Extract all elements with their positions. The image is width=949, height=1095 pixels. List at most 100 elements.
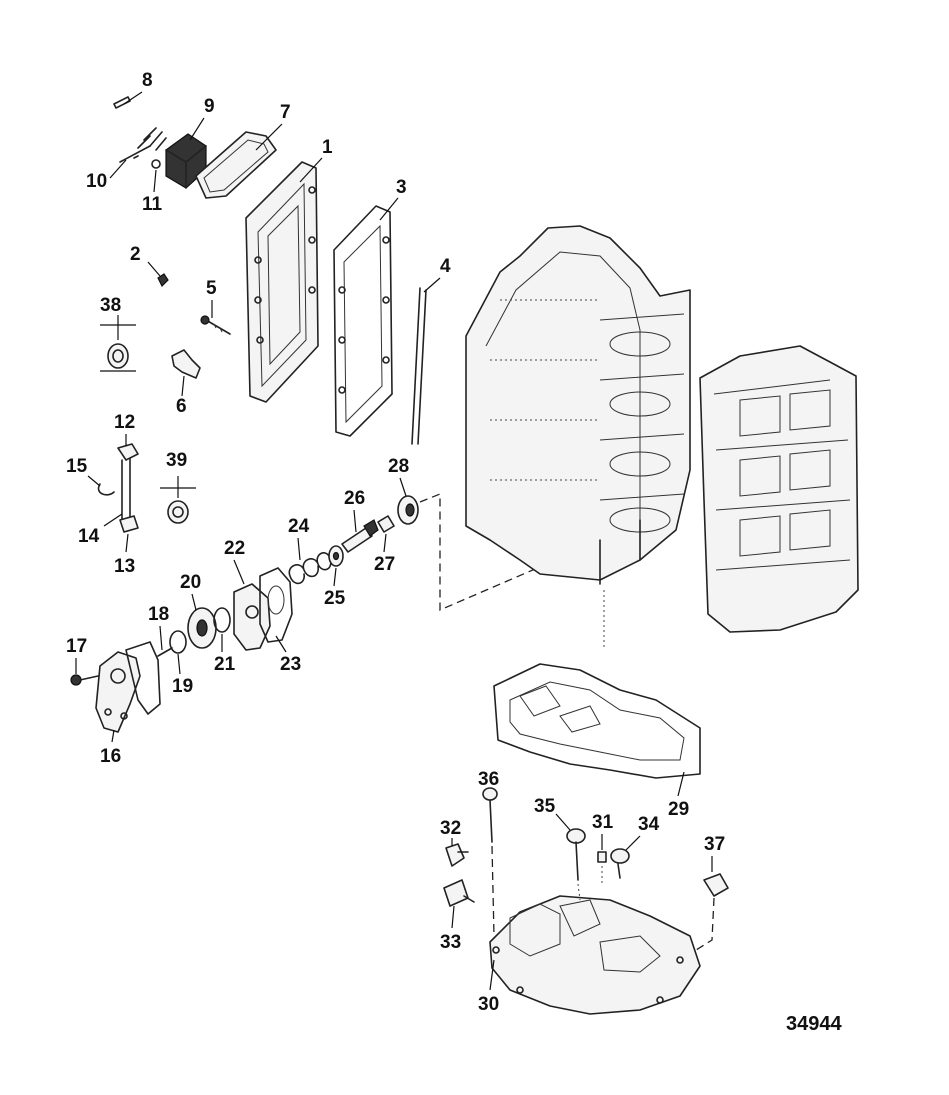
callout-7: 7 bbox=[255, 102, 291, 151]
callout-2: 2 bbox=[130, 244, 161, 277]
part-2-nut bbox=[157, 273, 169, 288]
part-3-gasket bbox=[333, 205, 393, 437]
callout-28: 28 bbox=[388, 456, 409, 497]
svg-text:25: 25 bbox=[324, 588, 346, 609]
callout-35: 35 bbox=[534, 796, 571, 831]
svg-text:2: 2 bbox=[130, 244, 141, 265]
svg-text:23: 23 bbox=[280, 654, 301, 675]
svg-text:33: 33 bbox=[440, 932, 461, 953]
part-14-tube bbox=[121, 457, 131, 521]
part-8-pin bbox=[113, 96, 131, 109]
part-16-cover bbox=[95, 651, 141, 733]
callout-27: 27 bbox=[374, 533, 395, 575]
callout-18: 18 bbox=[148, 604, 169, 651]
callout-1: 1 bbox=[299, 137, 333, 183]
svg-text:12: 12 bbox=[114, 412, 135, 433]
svg-text:30: 30 bbox=[478, 994, 499, 1015]
callout-39: 39 bbox=[166, 450, 187, 471]
callout-30: 30 bbox=[478, 959, 499, 1015]
part-5-screw bbox=[200, 315, 231, 335]
callout-12: 12 bbox=[114, 412, 135, 446]
part-11-nut bbox=[151, 159, 161, 169]
callout-8: 8 bbox=[123, 70, 153, 105]
svg-text:6: 6 bbox=[176, 396, 187, 417]
callout-6: 6 bbox=[176, 375, 187, 417]
callout-36: 36 bbox=[478, 769, 499, 790]
part-36-bolt bbox=[482, 787, 498, 937]
part-15-clip bbox=[97, 483, 115, 496]
part-9-block bbox=[137, 127, 207, 189]
callout-26: 26 bbox=[344, 488, 365, 533]
part-19-washer bbox=[169, 630, 187, 654]
part-21-washer bbox=[213, 607, 231, 633]
part-20-disc bbox=[187, 607, 217, 649]
part-18-screw bbox=[157, 647, 173, 657]
svg-text:15: 15 bbox=[66, 456, 88, 477]
callout-20: 20 bbox=[180, 572, 201, 611]
part-29-gasket bbox=[493, 663, 701, 779]
svg-text:19: 19 bbox=[172, 676, 193, 697]
callout-13: 13 bbox=[114, 533, 135, 577]
pump-gasket bbox=[125, 641, 161, 715]
part-27-nut bbox=[377, 515, 395, 533]
callout-16: 16 bbox=[100, 729, 121, 767]
callout-labels: 1 2 3 4 5 6 7 8 9 10 11 12 13 14 15 16 1… bbox=[66, 70, 725, 1015]
part-4-hose bbox=[411, 287, 427, 445]
callout-29: 29 bbox=[668, 771, 689, 820]
svg-text:4: 4 bbox=[440, 256, 451, 277]
part-22-housing bbox=[233, 583, 271, 651]
callout-4: 4 bbox=[423, 256, 451, 293]
svg-text:9: 9 bbox=[204, 96, 215, 117]
svg-text:27: 27 bbox=[374, 554, 395, 575]
part-32-fitting bbox=[445, 843, 469, 867]
part-13-fitting bbox=[119, 515, 139, 533]
part-31-pin bbox=[597, 851, 607, 886]
part-1-plate bbox=[245, 161, 319, 403]
svg-text:39: 39 bbox=[166, 450, 187, 471]
svg-text:11: 11 bbox=[142, 194, 163, 215]
svg-text:1: 1 bbox=[322, 137, 333, 158]
part-28-cap bbox=[397, 495, 419, 525]
svg-text:16: 16 bbox=[100, 746, 121, 767]
callout-10: 10 bbox=[86, 159, 127, 192]
callout-9: 9 bbox=[189, 96, 215, 141]
part-23-gasket bbox=[259, 567, 293, 643]
callout-21: 21 bbox=[214, 634, 236, 675]
svg-text:7: 7 bbox=[280, 102, 291, 123]
svg-text:29: 29 bbox=[668, 799, 689, 820]
callout-14: 14 bbox=[78, 513, 123, 547]
svg-text:13: 13 bbox=[114, 556, 135, 577]
callout-32: 32 bbox=[440, 818, 461, 846]
svg-text:24: 24 bbox=[288, 516, 310, 537]
callout-15: 15 bbox=[66, 456, 101, 487]
svg-text:22: 22 bbox=[224, 538, 245, 559]
part-35-bolt bbox=[566, 828, 586, 901]
svg-text:18: 18 bbox=[148, 604, 169, 625]
svg-text:38: 38 bbox=[100, 295, 121, 316]
svg-text:10: 10 bbox=[86, 171, 107, 192]
svg-text:5: 5 bbox=[206, 278, 217, 299]
svg-text:14: 14 bbox=[78, 526, 100, 547]
svg-text:31: 31 bbox=[592, 812, 614, 833]
callout-31: 31 bbox=[592, 812, 614, 850]
callout-19: 19 bbox=[172, 653, 193, 697]
part-25-washer bbox=[328, 545, 344, 567]
part-33-fitting bbox=[443, 879, 475, 907]
svg-text:20: 20 bbox=[180, 572, 201, 593]
cylinder-block bbox=[699, 345, 859, 633]
part-26-stem bbox=[341, 519, 379, 553]
svg-text:8: 8 bbox=[142, 70, 153, 91]
callout-25: 25 bbox=[324, 567, 346, 609]
svg-text:32: 32 bbox=[440, 818, 461, 839]
svg-text:21: 21 bbox=[214, 654, 236, 675]
svg-text:26: 26 bbox=[344, 488, 365, 509]
callout-22: 22 bbox=[224, 538, 245, 585]
svg-text:35: 35 bbox=[534, 796, 556, 817]
callout-11: 11 bbox=[142, 169, 163, 215]
callout-38: 38 bbox=[100, 295, 121, 316]
callout-24: 24 bbox=[288, 516, 310, 561]
callout-23: 23 bbox=[275, 635, 301, 675]
assembly-line-pump bbox=[419, 493, 557, 611]
callout-5: 5 bbox=[206, 278, 217, 318]
part-7-cover-plate bbox=[195, 131, 277, 199]
